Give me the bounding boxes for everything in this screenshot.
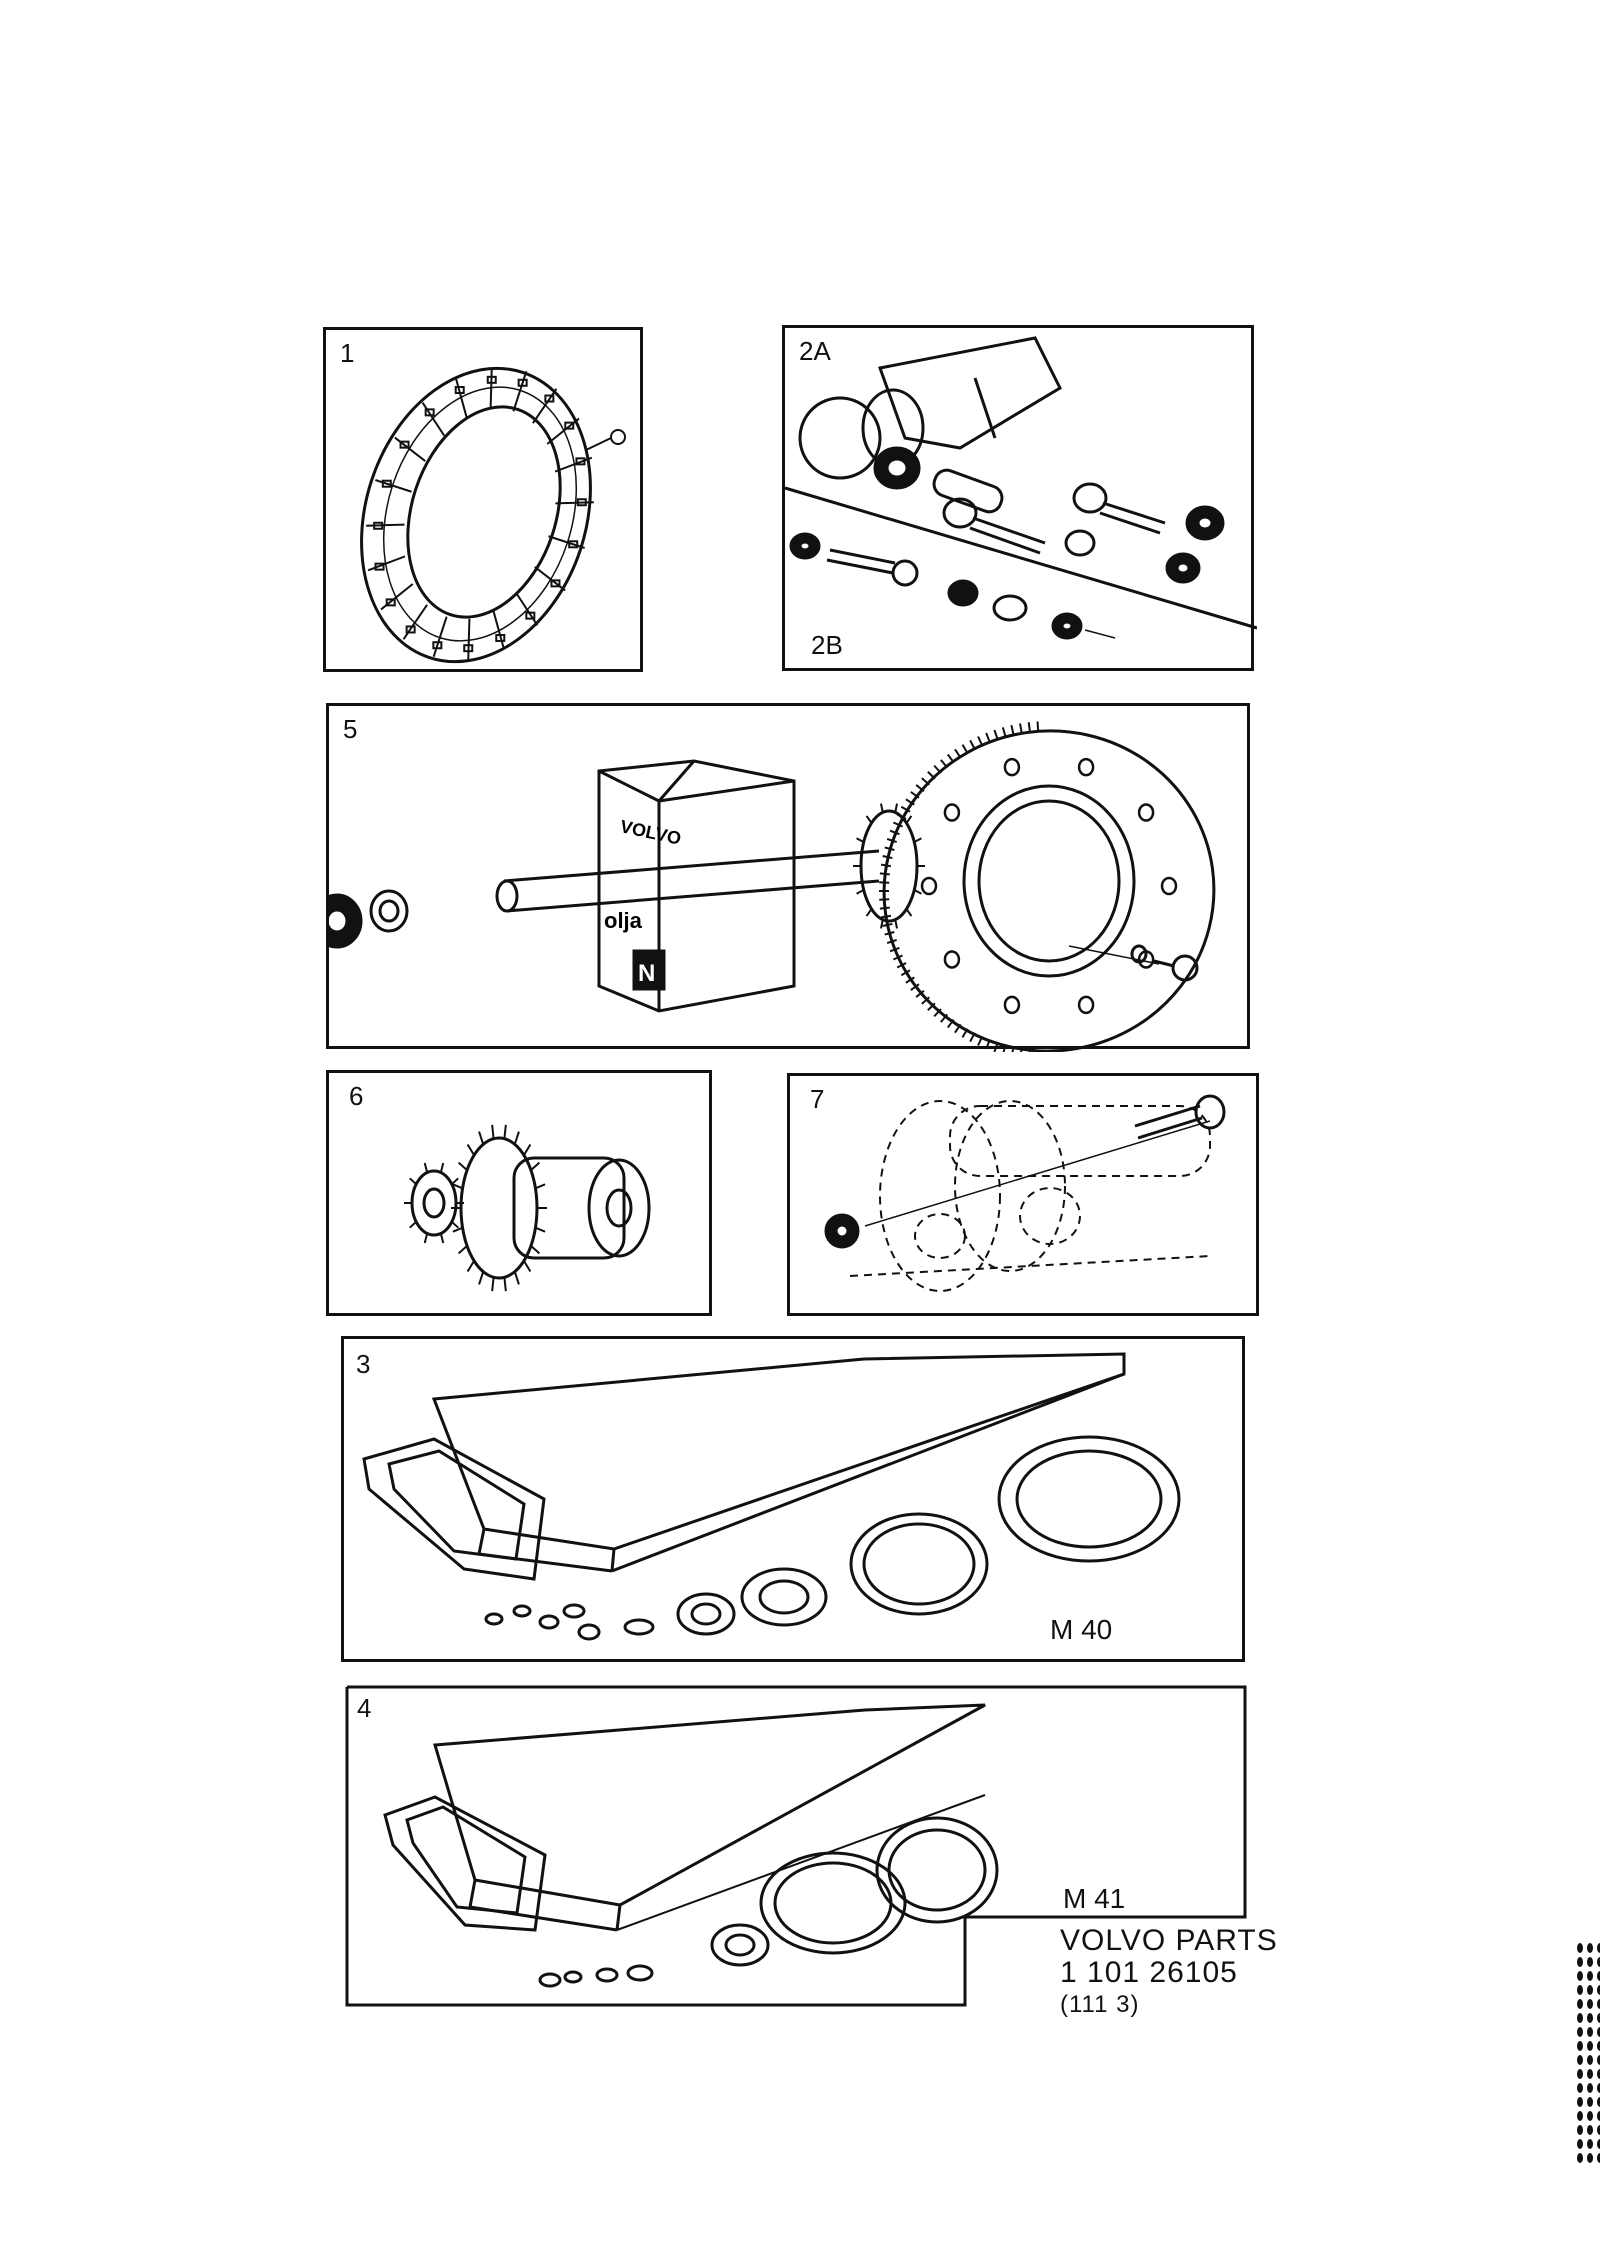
panel-3-model: M 40 — [1050, 1614, 1113, 1645]
parts-code: (111 3) — [1060, 1991, 1140, 2018]
crown-wheel-pinion-illustration: VOLVO olja N — [329, 721, 1216, 1052]
panel-3-label: 3 — [356, 1349, 371, 1379]
parts-number: 1 101 26105 — [1060, 1956, 1238, 1989]
panel-6: 6 — [326, 1070, 712, 1316]
scan-edge-marks — [1577, 1943, 1600, 2163]
panel-5-label: 5 — [343, 714, 358, 744]
universal-joint-illustration — [824, 1094, 1226, 1292]
box-brand-text: VOLVO — [618, 816, 682, 848]
bushing-bolts-illustration — [785, 336, 1257, 640]
box-letter-text: N — [638, 960, 655, 987]
parts-brand: VOLVO PARTS — [1060, 1924, 1278, 1957]
friction-ring-illustration — [360, 366, 626, 664]
gasket-set-m40-illustration — [362, 1352, 1181, 1641]
panel-5: 5 — [326, 703, 1250, 1052]
panel-6-label: 6 — [349, 1081, 364, 1111]
panel-7-label: 7 — [810, 1084, 825, 1114]
panel-4: 4 M 41 — [345, 1685, 1247, 2007]
box-oil-text: olja — [604, 908, 643, 933]
panel-3: 3 M 40 — [341, 1336, 1245, 1662]
panel-4-label: 4 — [357, 1693, 372, 1723]
panel-2: 2A 2B — [782, 325, 1257, 671]
gasket-set-m41-illustration — [383, 1703, 999, 1988]
parts-reference: VOLVO PARTS 1 101 26105 (111 3) — [1060, 1925, 1278, 2021]
panel-1-label: 1 — [340, 338, 355, 368]
panel-2a-label: 2A — [799, 336, 831, 366]
panel-4-model: M 41 — [1063, 1883, 1126, 1914]
panel-7: 7 — [787, 1073, 1259, 1316]
gears-illustration — [404, 1124, 651, 1292]
panel-1: 1 — [323, 327, 643, 672]
panel-2b-label: 2B — [811, 630, 843, 660]
